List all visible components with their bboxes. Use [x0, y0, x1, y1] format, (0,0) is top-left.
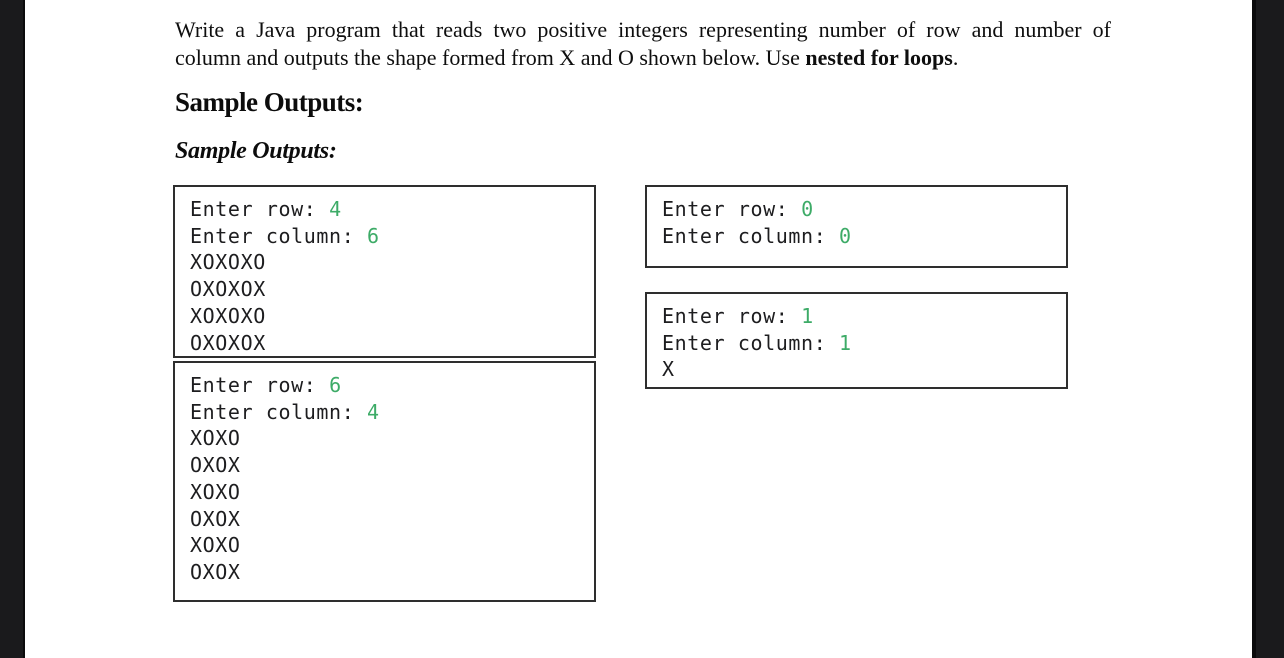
console-output-box-1x1: Enter row: 1 Enter column: 1 X [645, 292, 1068, 389]
console-prompt: Enter column: [662, 330, 839, 355]
console-output-text: XOXO [190, 533, 241, 558]
console-prompt: Enter column: [662, 223, 839, 248]
console-output-text: X [662, 357, 675, 382]
console-line: Enter row: 4 [190, 196, 584, 223]
console-prompt: Enter row: [190, 373, 330, 397]
console-output-box-6x4: Enter row: 6 Enter column: 4 XOXO OXOX X… [173, 361, 596, 602]
console-prompt: Enter row: [190, 197, 330, 221]
console-line: Enter column: 0 [662, 223, 1056, 250]
console-output-box-0x0: Enter row: 0 Enter column: 0 [645, 185, 1068, 268]
nested-for-loops-emphasis: nested for loops [805, 45, 953, 70]
console-output-text: OXOXOX [190, 277, 266, 302]
console-output-text: OXOXOX [190, 330, 266, 355]
problem-statement-line1: Write a Java program that reads two posi… [175, 17, 1111, 42]
sample-outputs-heading: Sample Outputs: [175, 87, 364, 117]
console-line: OXOX [190, 452, 584, 479]
problem-statement-line2: column and outputs the shape formed from… [175, 44, 1111, 72]
input-value: 6 [366, 223, 380, 248]
input-value: 0 [801, 197, 814, 221]
console-line: Enter row: 0 [662, 196, 1056, 223]
problem-statement-line2-text: column and outputs the shape formed from… [175, 45, 806, 70]
problem-statement: Write a Java program that reads two posi… [175, 16, 1111, 72]
input-value: 4 [329, 197, 342, 221]
console-output-text: XOXOXO [190, 303, 266, 328]
console-output-text: XOXO [190, 426, 241, 451]
console-line: XOXOXO [190, 249, 584, 276]
input-value: 0 [838, 223, 852, 248]
console-prompt: Enter row: [662, 304, 802, 328]
console-line: Enter row: 1 [662, 303, 1056, 330]
console-output-box-4x6: Enter row: 4 Enter column: 6 XOXOXO OXOX… [173, 185, 596, 358]
console-line: OXOX [190, 506, 584, 533]
console-output-text: OXOX [190, 506, 241, 531]
console-line: OXOXOX [190, 276, 584, 303]
console-output-text: OXOX [190, 559, 241, 584]
console-line: XOXOXO [190, 303, 584, 330]
console-prompt: Enter column: [190, 399, 367, 424]
console-output-text: XOXOXO [190, 250, 266, 275]
console-line: XOXO [190, 425, 584, 452]
console-line: XOXO [190, 479, 584, 506]
console-line: Enter row: 6 [190, 372, 584, 399]
console-line: OXOX [190, 559, 584, 586]
right-black-bar [1252, 0, 1284, 658]
input-value: 4 [366, 399, 380, 424]
left-black-bar [0, 0, 25, 658]
sample-outputs-subheading: Sample Outputs: [175, 138, 337, 164]
console-line: OXOXOX [190, 330, 584, 357]
console-output-text: XOXO [190, 479, 241, 504]
console-line: Enter column: 6 [190, 223, 584, 250]
console-output-text: OXOX [190, 453, 241, 478]
console-line: Enter column: 4 [190, 399, 584, 426]
problem-statement-line2-period: . [952, 45, 959, 70]
console-prompt: Enter row: [662, 197, 802, 221]
input-value: 1 [838, 330, 852, 355]
console-prompt: Enter column: [190, 223, 367, 248]
console-line: XOXO [190, 532, 584, 559]
console-line: Enter column: 1 [662, 330, 1056, 357]
input-value: 1 [801, 304, 814, 328]
input-value: 6 [329, 373, 342, 397]
console-line: X [662, 356, 1056, 383]
